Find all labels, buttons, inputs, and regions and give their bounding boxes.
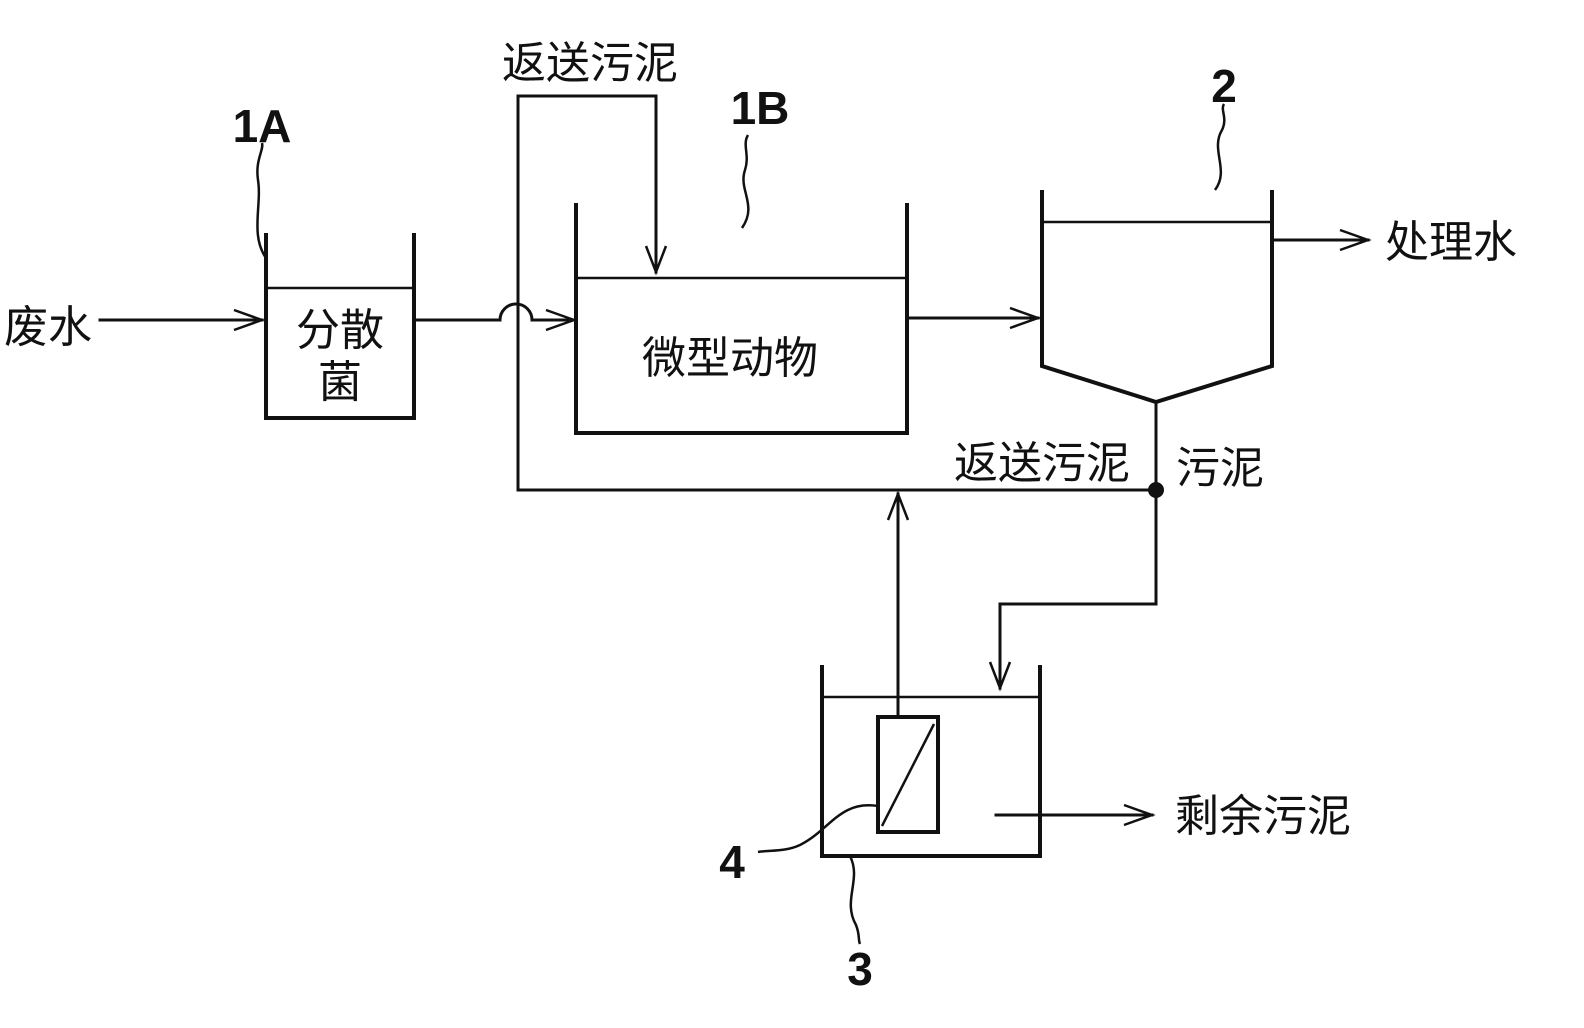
- membrane-unit-4: [876, 715, 940, 834]
- leader-line-4: [757, 803, 879, 854]
- leader-line-3: [848, 855, 862, 945]
- leader-line-1b: [740, 134, 750, 229]
- dispersed-bacteria-label-1: 分散: [296, 305, 384, 356]
- label-1b: 1B: [731, 82, 790, 134]
- label-4: 4: [719, 836, 745, 888]
- dispersed-bacteria-label-2: 菌: [318, 357, 362, 408]
- tank-1a: 分散 菌: [264, 233, 416, 420]
- tank-3: [820, 665, 1042, 858]
- return-sludge-line: [516, 94, 658, 492]
- excess-sludge-label: 剩余污泥: [1175, 791, 1351, 842]
- leader-line-1a: [256, 142, 268, 259]
- treated-water-label: 处理水: [1385, 217, 1517, 268]
- junction-node: [1148, 482, 1164, 498]
- label-3: 3: [847, 943, 873, 995]
- settling-tank-2: [1040, 190, 1274, 405]
- leader-line-2: [1213, 103, 1226, 191]
- label-1a: 1A: [233, 100, 292, 152]
- flow-1a-to-1b: [412, 302, 576, 322]
- sludge-label: 污泥: [1176, 443, 1264, 494]
- tank-1b: 微型动物: [574, 203, 909, 435]
- wastewater-label: 废水: [4, 302, 92, 353]
- micro-animals-label: 微型动物: [642, 333, 818, 384]
- label-2: 2: [1211, 60, 1237, 112]
- return-sludge-label-top: 返送污泥: [502, 38, 678, 89]
- sludge-to-tank-3-line: [998, 602, 1158, 690]
- return-sludge-label-bottom: 返送污泥: [954, 438, 1130, 489]
